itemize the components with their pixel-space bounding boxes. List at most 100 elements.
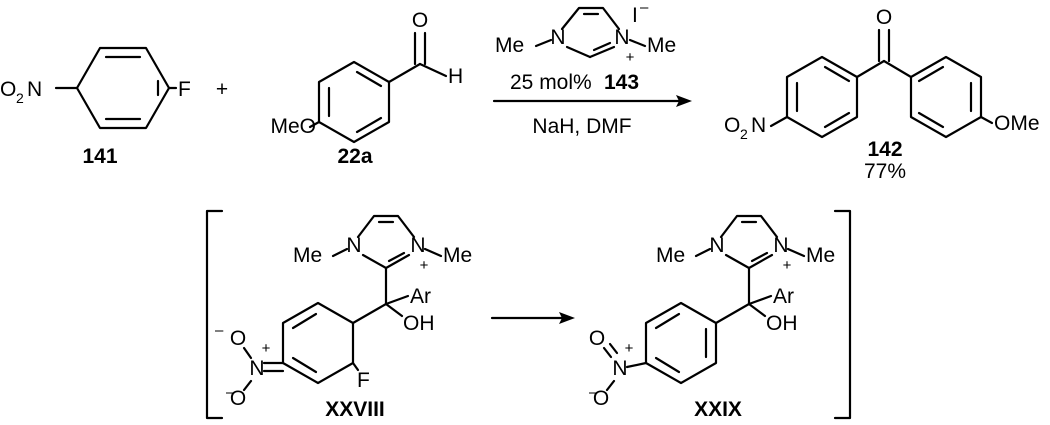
reactant-22a-ring-cho-bond [387,62,422,84]
catalyst-nitrogen-3: N [614,26,629,49]
xxviii-c-f-bond [351,361,360,372]
reactant-22a-aldehyde-hydrogen: H [448,65,463,88]
catalyst-n-me-bond [628,38,647,48]
reaction-conditions: Me N N + Me I – 25 mol% 143 NaH, DMF [492,0,692,138]
reactant-141-nitro-subscript: 2 [16,90,24,106]
xxviii-c-oh-bond [384,302,404,318]
catalyst-positive-charge: + [626,49,635,66]
reactant-22a-label: 22a [337,145,372,168]
product-142-methoxy: OMe [994,112,1040,135]
xxix-oxygen-bottom-charge: – [589,384,598,401]
reactant-22a-methoxy: MeO [270,115,316,138]
reactant-22a: O H MeO 22a [270,9,463,168]
product-142-inner-bond [917,65,945,83]
xxviii-imidazolium-ring [384,253,411,270]
reactant-141-fluorine: F [178,78,191,101]
reaction-conditions-text: NaH, DMF [532,115,631,138]
xxviii-cyclohexadienyl-ring [281,301,355,385]
reactant-141-label: 141 [82,145,117,168]
xxix-methyl-right: Me [806,244,835,267]
xxix-imidazolium-ring [719,214,779,239]
xxviii-positive-charge: + [420,257,429,274]
xxix-ring-inner-bond [654,312,681,330]
xxviii-oxygen-bottom: O [230,387,246,410]
reactant-141: O 2 N F 141 [0,46,191,168]
reactant-141-nitro-n: N [27,78,42,101]
reaction-arrow-head [676,95,692,107]
xxviii-carbinol-ring-bond [351,302,388,325]
reactant-141-nitro-o: O [0,78,16,101]
xxix-ring-inner-bond [654,356,681,374]
xxviii-n-me-bond [331,247,349,258]
xxviii-methyl-right: Me [443,244,472,267]
catalyst-n-me-bond [534,38,553,48]
catalyst-imidazolium-ring [565,45,592,59]
xxviii-imidazolium-ring [361,253,388,270]
reactant-22a-inner-bond [355,70,383,88]
xxix-n-o-double-bond [602,346,613,359]
product-142-inner-bond [917,111,945,129]
catalyst-imidazolium-ring [560,6,621,31]
product-142-ketone-oxygen: O [876,6,892,29]
xxviii-oxygen-top: O [230,327,246,350]
product-142-ketone-bond [855,59,886,79]
xxix-hydroxyl: OH [766,312,798,335]
xxviii-n-o-bond [242,346,253,360]
catalyst-nitrogen-1: N [550,26,565,49]
xxix-imidazolium-ring [747,253,774,270]
product-142-ketone-bond [882,59,913,79]
product-142: O O 2 N OMe 142 77% [724,6,1040,183]
xxix-n-me-bond [694,247,712,258]
xxix-methyl-left: Me [656,244,685,267]
product-142-inner-bond [823,111,851,129]
xxviii-aryl: Ar [410,285,431,308]
catalyst-counterion-iodide: I [632,4,638,27]
xxviii-c-ar-bond [384,294,410,306]
xxix-n-me-bond [786,247,806,258]
xxix-nitrogen-positive-charge: + [625,340,634,357]
intermediate-arrow-head [559,312,575,324]
reactant-141-benzene-ring [75,46,171,130]
xxix-n-o-double-bond [608,342,619,355]
bracket-right [833,209,852,420]
product-142-c-n-bond [769,115,789,128]
catalyst-loading-text: 25 mol% [510,71,592,94]
bracket-left [205,209,224,420]
xxviii-oxygen-top-charge: – [215,322,224,339]
xxviii-n-me-bond [423,247,443,258]
product-142-c-o-bond [979,115,994,125]
xxviii-ring-double-bond [291,356,318,374]
catalyst-methyl-left: Me [495,34,524,57]
xxviii-n-o-bond [242,379,253,392]
xxviii-oxygen-bottom-charge: – [226,384,235,401]
xxviii-nitronate-nitrogen: N [249,357,264,380]
product-142-inner-bond [823,65,851,83]
xxviii-nitrogen-positive-charge: + [262,340,271,357]
catalyst-imidazolium-ring [588,45,616,59]
xxix-n-o-bond [605,379,616,392]
xxviii-methyl-left: Me [293,244,322,267]
xxix-imidazolium-ring [724,253,751,270]
xxix-imidazolium-inner-bond [750,251,769,263]
reactant-22a-aldehyde-oxygen: O [412,9,428,32]
product-142-nitro-o: O [724,114,740,137]
reactant-22a-c-o-bond [308,120,321,129]
xxix-c-oh-bond [747,302,767,318]
xxviii-imidazolium-inner-bond [387,251,406,263]
xxviii-hydroxyl: OH [403,312,435,335]
intermediate-xxix: Me N N + Me Ar OH N + O O – XXIX [589,214,835,421]
xxviii-nitrogen-1: N [346,234,361,257]
xxix-nitro-nitrogen: N [612,357,627,380]
xxix-oxygen-bottom: O [593,387,609,410]
catalyst-counterion-charge: – [640,0,649,16]
xxviii-imidazolium-ring [356,214,416,239]
product-142-yield: 77% [864,160,906,183]
xxix-nitrogen-1: N [709,234,724,257]
xxix-nitrogen-3: N [773,234,788,257]
reactant-22a-inner-bond [355,116,383,134]
intermediate-xxviii: Me N N + Me Ar OH F N + O – O – XXVIII [215,214,472,421]
xxviii-fluorine: F [357,369,370,392]
xxviii-ring-double-bond [291,312,318,330]
catalyst-label: 143 [604,71,639,94]
